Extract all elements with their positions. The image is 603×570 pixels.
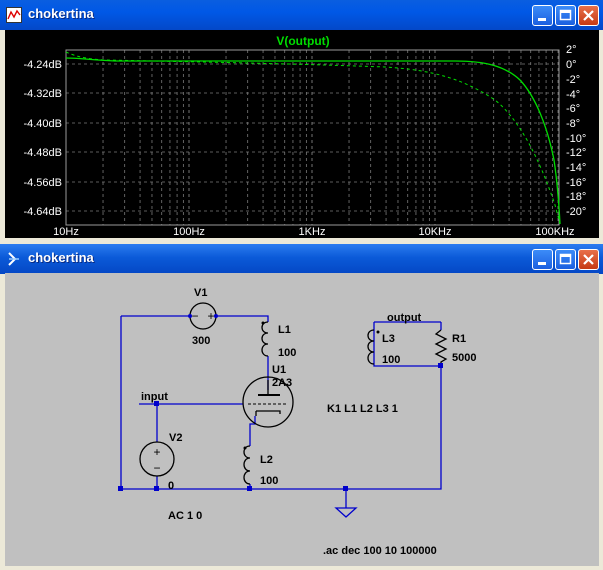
l2-value: 100 [260, 475, 278, 487]
l1-label: L1 [278, 324, 291, 336]
minimize-button[interactable] [532, 249, 553, 270]
phase-axis-labels: 2° 0° -2° -4° -6° -8° -10° -12° -14° -16… [566, 44, 586, 218]
waveform-plot[interactable]: V(output) -4.24dB -4.32dB -4.40dB -4.48d… [5, 30, 599, 238]
u1-value: 2A3 [272, 377, 292, 389]
phase-tick-label: -4° [566, 89, 580, 101]
minimize-icon [538, 262, 546, 265]
close-button[interactable] [578, 249, 599, 270]
schematic-wires [120, 315, 442, 508]
phase-tick-label: -6° [566, 103, 580, 115]
close-icon [583, 254, 594, 265]
schematic-app-icon [8, 252, 19, 266]
l1-value: 100 [278, 347, 296, 359]
svg-text:+: + [207, 309, 214, 323]
frequency-tick-label: 10KHz [418, 226, 451, 238]
r1-value: 5000 [452, 352, 476, 364]
u1-triode-tube[interactable] [242, 376, 294, 428]
v2-value: 0 [168, 480, 174, 492]
simulation-command[interactable]: .ac dec 100 10 100000 [323, 545, 437, 557]
frequency-axis-labels: 10Hz 100Hz 1KHz 10KHz 100KHz [53, 226, 574, 238]
schematic-window-title: chokertina [28, 250, 94, 265]
svg-text:−: − [153, 461, 160, 475]
magnitude-tick-label: -4.24dB [23, 59, 62, 71]
plot-window-title: chokertina [28, 6, 94, 21]
l2-label: L2 [260, 454, 273, 466]
phase-tick-label: -12° [566, 147, 586, 159]
waveform-app-icon [6, 7, 22, 23]
input-net-label: input [141, 391, 168, 403]
magnitude-tick-label: -4.64dB [23, 206, 62, 218]
ac-spec-label: AC 1 0 [168, 510, 202, 522]
phase-tick-label: 0° [566, 59, 577, 71]
l2-inductor[interactable] [243, 445, 251, 485]
v1-label: V1 [194, 287, 207, 299]
l3-label: L3 [382, 333, 395, 345]
u1-label: U1 [272, 364, 286, 376]
maximize-icon [559, 253, 572, 265]
minimize-icon [538, 18, 546, 21]
phase-tick-label: -8° [566, 118, 580, 130]
phase-tick-label: -2° [566, 74, 580, 86]
maximize-icon [559, 9, 572, 21]
phase-tick-label: -14° [566, 162, 586, 174]
frequency-tick-label: 100Hz [173, 226, 205, 238]
frequency-tick-label: 100KHz [535, 226, 574, 238]
magnitude-axis-labels: -4.24dB -4.32dB -4.40dB -4.48dB -4.56dB … [23, 59, 62, 218]
coupling-directive[interactable]: K1 L1 L2 L3 1 [327, 403, 398, 415]
plot-frame [65, 49, 560, 226]
magnitude-tick-label: -4.40dB [23, 118, 62, 130]
frequency-tick-label: 1KHz [299, 226, 326, 238]
maximize-button[interactable] [555, 249, 576, 270]
phase-tick-label: -18° [566, 191, 586, 203]
minimize-button[interactable] [532, 5, 553, 26]
svg-text:+: + [153, 445, 160, 459]
svg-text:−: − [191, 309, 198, 323]
plot-grid [66, 50, 559, 225]
phase-trace[interactable] [65, 51, 561, 225]
r1-resistor[interactable] [434, 329, 448, 366]
wire-junctions [118, 363, 443, 491]
magnitude-tick-label: -4.56dB [23, 177, 62, 189]
magnitude-tick-label: -4.32dB [23, 88, 62, 100]
r1-label: R1 [452, 333, 466, 345]
phase-tick-label: -20° [566, 206, 586, 218]
magnitude-tick-label: -4.48dB [23, 147, 62, 159]
maximize-button[interactable] [555, 5, 576, 26]
plot-titlebar[interactable]: chokertina [0, 0, 603, 30]
schematic-titlebar[interactable]: chokertina [0, 244, 603, 274]
output-net-label: output [387, 312, 422, 324]
l3-inductor[interactable] [367, 329, 380, 365]
phase-tick-label: -10° [566, 133, 586, 145]
v2-label: V2 [169, 432, 182, 444]
close-icon [583, 10, 594, 21]
l1-inductor[interactable] [261, 321, 269, 357]
close-button[interactable] [578, 5, 599, 26]
phase-tick-label: -16° [566, 177, 586, 189]
v1-value: 300 [192, 335, 210, 347]
v2-voltage-source[interactable]: + − [139, 441, 175, 477]
phase-tick-label: 2° [566, 44, 577, 56]
frequency-tick-label: 10Hz [53, 226, 79, 238]
trace-label[interactable]: V(output) [276, 34, 329, 48]
plot-window: chokertina V(output) -4.24dB -4.32dB -4.… [0, 0, 603, 240]
l3-value: 100 [382, 354, 400, 366]
schematic-canvas[interactable]: − + + − [5, 273, 599, 566]
v1-voltage-source[interactable]: − + [188, 302, 218, 330]
ground-symbol[interactable] [334, 507, 358, 518]
